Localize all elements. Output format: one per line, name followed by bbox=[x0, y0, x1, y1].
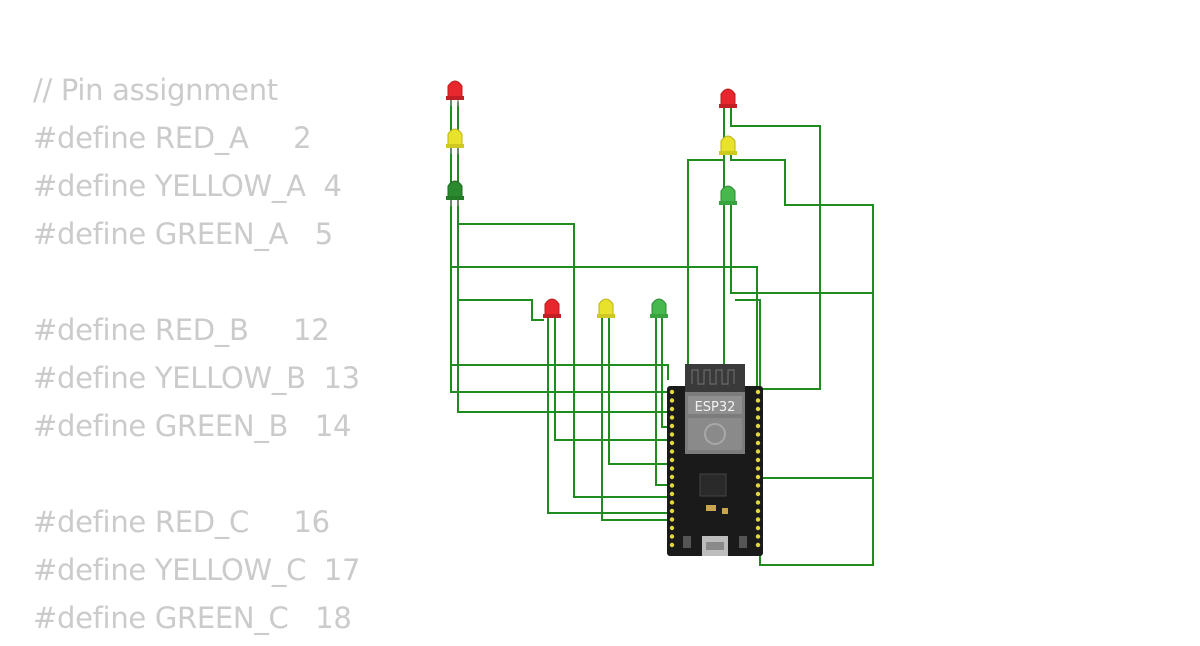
led-yellow-b[interactable] bbox=[597, 298, 615, 318]
esp32-board[interactable]: ESP32 bbox=[667, 364, 763, 556]
header-pin[interactable] bbox=[669, 466, 675, 471]
header-pin[interactable] bbox=[669, 542, 675, 548]
led-green-c[interactable] bbox=[719, 185, 737, 205]
wire[interactable] bbox=[547, 318, 668, 514]
code-line: #define YELLOW_A 4 bbox=[33, 169, 342, 203]
wire[interactable] bbox=[687, 108, 725, 395]
antenna-module bbox=[685, 364, 745, 392]
header-pin[interactable] bbox=[669, 389, 675, 395]
wire[interactable] bbox=[661, 318, 668, 428]
board-label: ESP32 bbox=[695, 400, 736, 415]
header-pin[interactable] bbox=[669, 500, 675, 505]
wire[interactable] bbox=[450, 200, 669, 380]
header-pin[interactable] bbox=[755, 415, 761, 420]
wire[interactable] bbox=[450, 148, 758, 395]
header-pin[interactable] bbox=[755, 406, 761, 412]
header-pin[interactable] bbox=[755, 389, 761, 395]
header-pin[interactable] bbox=[755, 525, 761, 531]
header-pin[interactable] bbox=[669, 415, 675, 420]
header-pin[interactable] bbox=[669, 483, 675, 488]
header-pin[interactable] bbox=[669, 440, 675, 446]
header-pin[interactable] bbox=[669, 534, 675, 539]
pin-header-left bbox=[669, 389, 675, 548]
code-line: #define GREEN_B 14 bbox=[33, 409, 352, 443]
led-red-a[interactable] bbox=[446, 80, 464, 106]
wire[interactable] bbox=[730, 108, 821, 390]
wire[interactable] bbox=[554, 318, 668, 441]
header-pin[interactable] bbox=[669, 517, 675, 522]
led-yellow-a[interactable] bbox=[446, 128, 464, 154]
code-line: #define YELLOW_B 13 bbox=[33, 361, 360, 395]
header-pin[interactable] bbox=[755, 491, 761, 497]
header-pin[interactable] bbox=[669, 406, 675, 412]
code-line: #define RED_A 2 bbox=[33, 121, 312, 155]
chip bbox=[699, 473, 727, 497]
header-pin[interactable] bbox=[755, 457, 761, 463]
header-pin[interactable] bbox=[669, 398, 675, 403]
pin-header-right bbox=[755, 389, 761, 548]
code-line: #define YELLOW_C 17 bbox=[33, 553, 361, 587]
wire[interactable] bbox=[608, 318, 668, 465]
espressif-logo-icon bbox=[704, 423, 726, 445]
led-red-c[interactable] bbox=[719, 88, 737, 108]
led-red-b[interactable] bbox=[543, 298, 561, 318]
header-pin[interactable] bbox=[755, 534, 761, 539]
code-line: #define GREEN_A 5 bbox=[33, 217, 333, 251]
header-pin[interactable] bbox=[755, 517, 761, 522]
wire[interactable] bbox=[457, 148, 668, 413]
code-line: #define RED_B 12 bbox=[33, 313, 330, 347]
led-yellow-c[interactable] bbox=[719, 135, 737, 155]
boot-button[interactable] bbox=[683, 536, 691, 548]
wire[interactable] bbox=[450, 100, 668, 393]
header-pin[interactable] bbox=[669, 457, 675, 463]
header-pin[interactable] bbox=[755, 500, 761, 505]
header-pin[interactable] bbox=[755, 466, 761, 471]
code-line: // Pin assignment bbox=[33, 73, 278, 107]
led-green-b[interactable] bbox=[650, 298, 668, 318]
header-pin[interactable] bbox=[755, 423, 761, 429]
header-pin[interactable] bbox=[755, 449, 761, 454]
wire[interactable] bbox=[601, 318, 668, 521]
circuit-diagram: ESP32 bbox=[446, 80, 874, 566]
wires bbox=[450, 100, 874, 566]
wire[interactable] bbox=[457, 200, 668, 498]
header-pin[interactable] bbox=[755, 474, 761, 480]
led-green-a[interactable] bbox=[446, 180, 464, 206]
header-pin[interactable] bbox=[669, 449, 675, 454]
header-pin[interactable] bbox=[755, 440, 761, 446]
wire[interactable] bbox=[655, 318, 668, 486]
header-pin[interactable] bbox=[669, 423, 675, 429]
wire[interactable] bbox=[730, 155, 874, 566]
header-pin[interactable] bbox=[669, 508, 675, 514]
header-pin[interactable] bbox=[669, 474, 675, 480]
code-listing: // Pin assignment #define RED_A 2 #defin… bbox=[33, 70, 360, 646]
header-pin[interactable] bbox=[755, 483, 761, 488]
header-pin[interactable] bbox=[755, 508, 761, 514]
code-line: #define RED_C 16 bbox=[33, 505, 330, 539]
header-pin[interactable] bbox=[669, 491, 675, 497]
header-pin[interactable] bbox=[755, 398, 761, 403]
header-pin[interactable] bbox=[669, 525, 675, 531]
wire[interactable] bbox=[730, 205, 874, 479]
header-pin[interactable] bbox=[669, 432, 675, 437]
header-pin[interactable] bbox=[755, 432, 761, 437]
wire[interactable] bbox=[457, 102, 544, 321]
reset-button[interactable] bbox=[739, 536, 747, 548]
header-pin[interactable] bbox=[755, 542, 761, 548]
code-line: #define GREEN_C 18 bbox=[33, 601, 352, 635]
leds bbox=[446, 80, 737, 318]
